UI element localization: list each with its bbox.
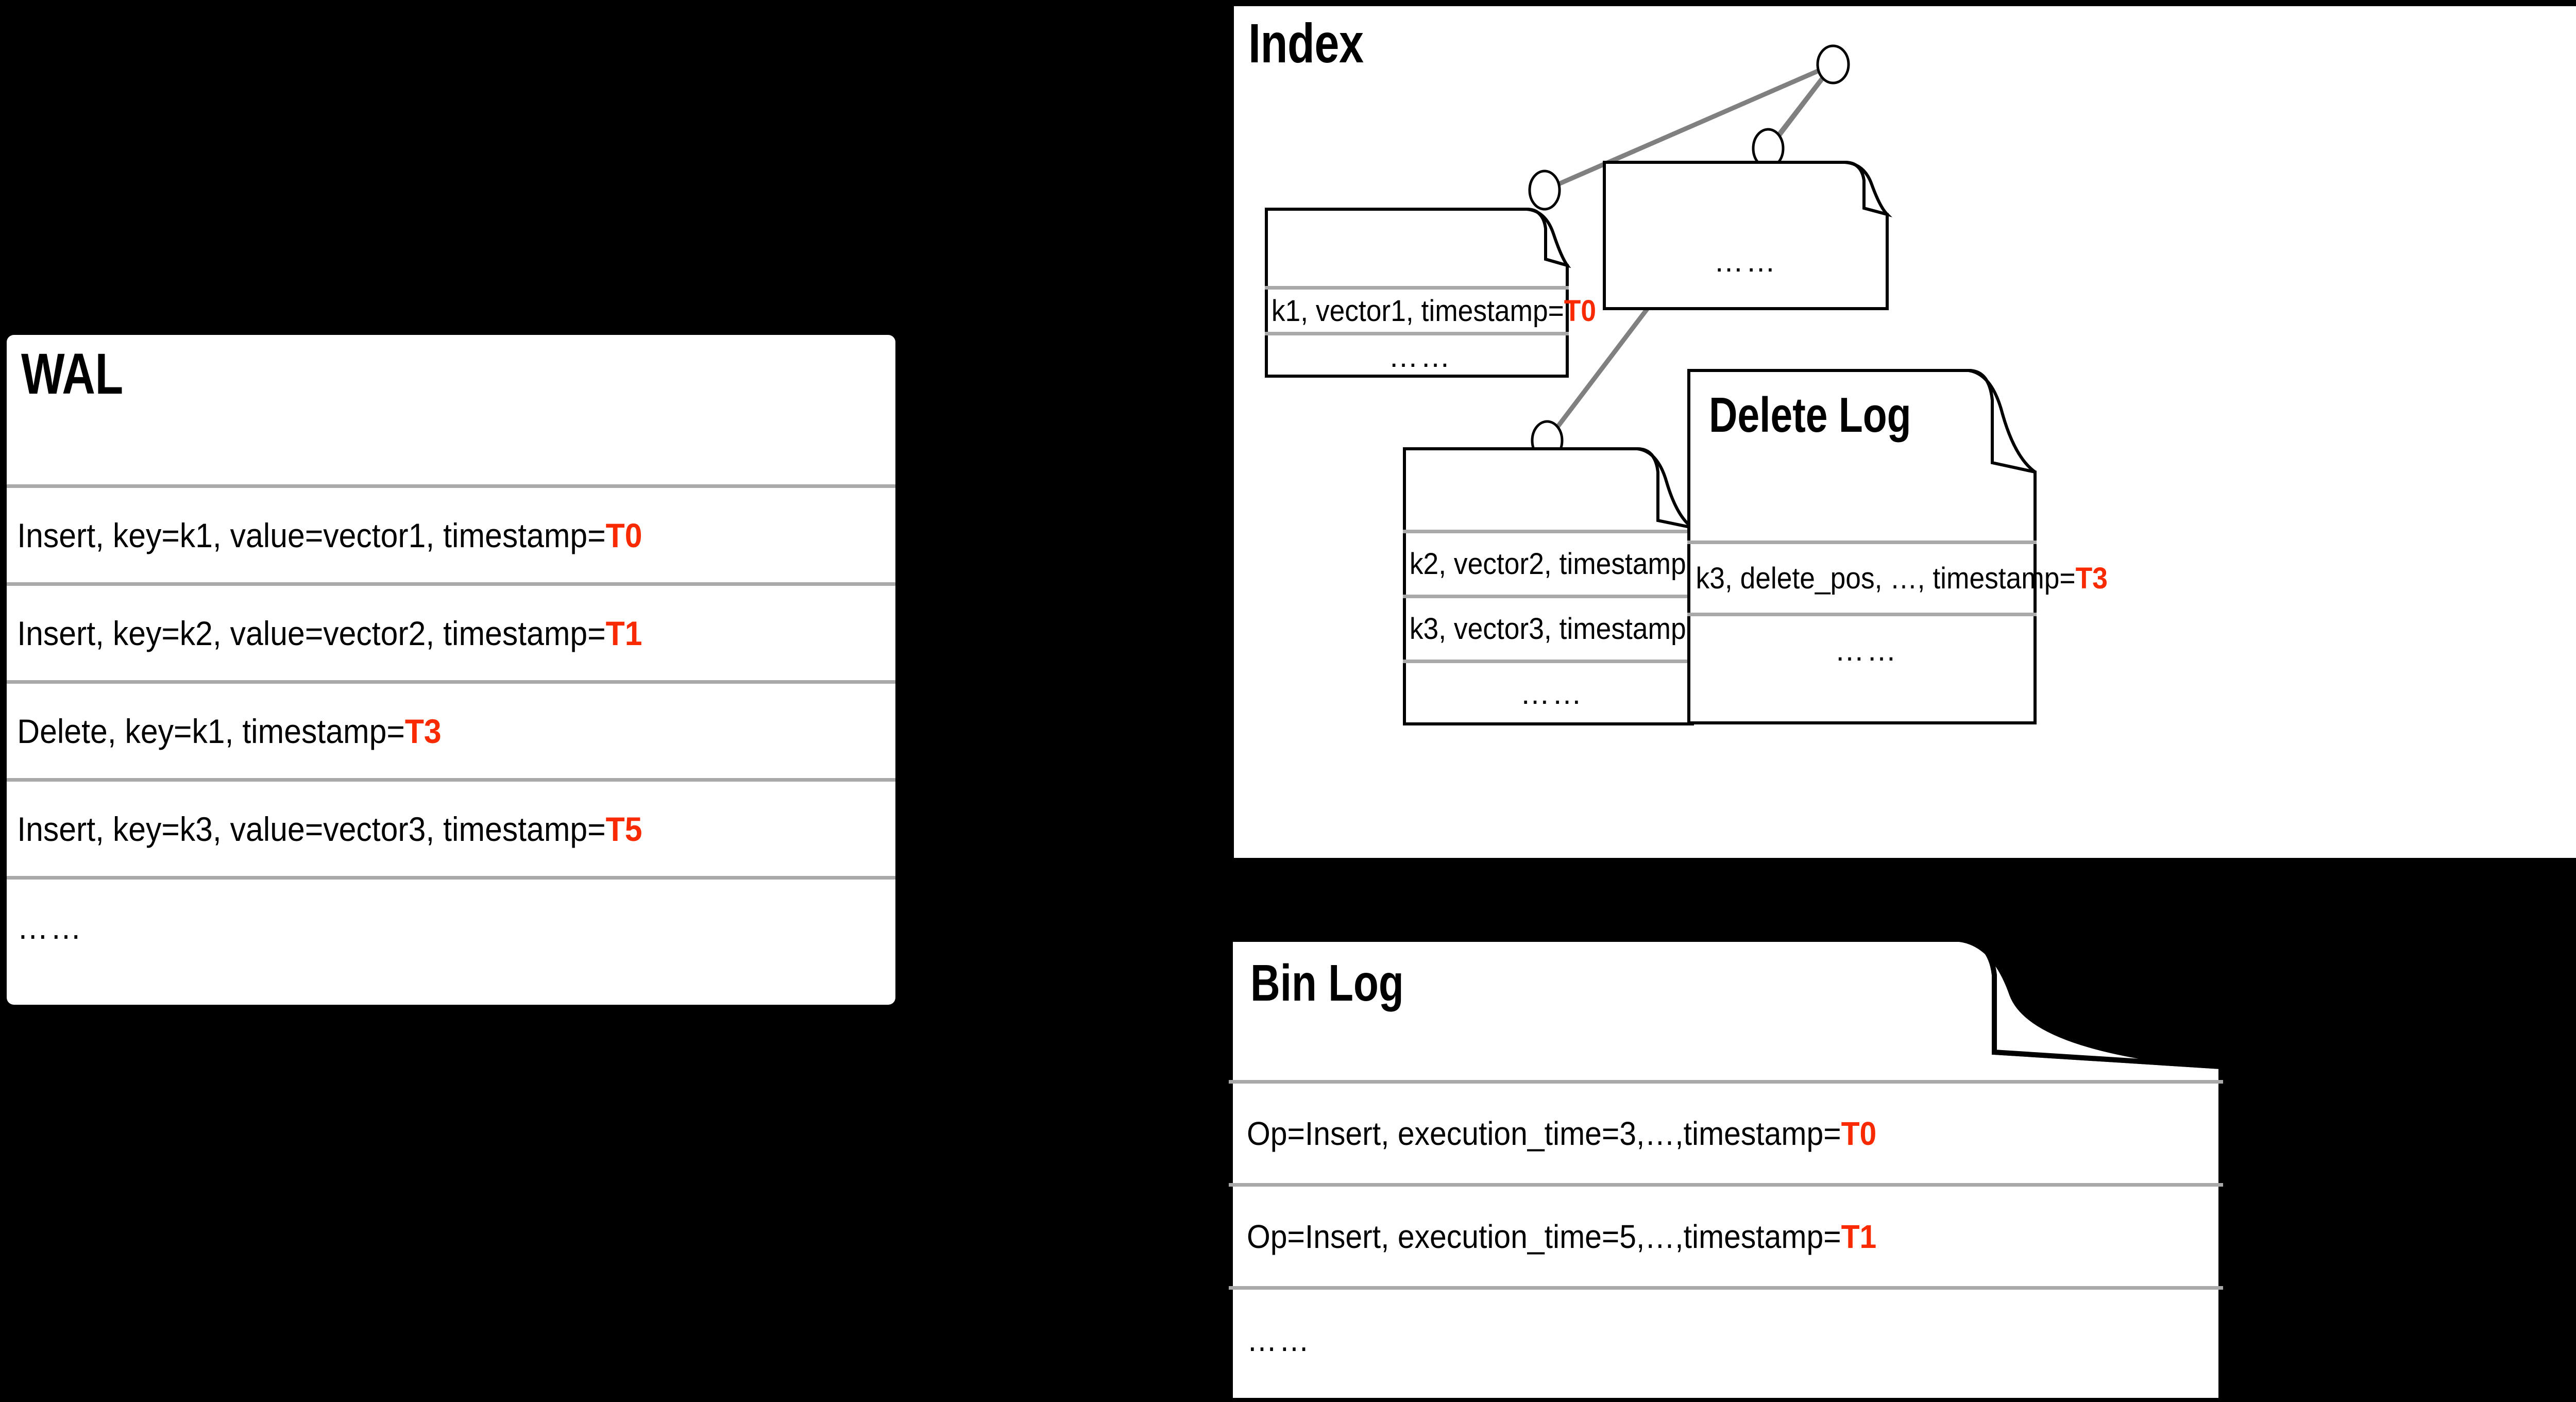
bin-log-row: …… <box>1229 1286 2223 1389</box>
node-row-text: k3, vector3, timestamp=T5 <box>1403 612 1734 646</box>
wal-row-timestamp: T5 <box>605 809 642 848</box>
wal-row-timestamp: T3 <box>404 712 442 750</box>
node-row: …… <box>1265 332 1569 378</box>
root-node-icon[interactable] <box>1816 44 1850 85</box>
node-row-ellipsis: …… <box>1714 244 1778 278</box>
bin-log-row-ellipsis: …… <box>1246 1321 1312 1358</box>
note-shape <box>1603 161 1893 310</box>
index-panel: Index k1, vector1, timestamp=T0 <box>1234 6 2576 858</box>
node-row: …… <box>1603 212 1889 310</box>
leaf-node-k2-k3: k2, vector2, timestamp=T1 k3, vector3, t… <box>1403 447 1734 725</box>
bin-log-card: Bin Log Op=Insert, execution_time=3,…,ti… <box>1228 937 2224 1402</box>
leaf-node-k2-k3-rows: k2, vector2, timestamp=T1 k3, vector3, t… <box>1403 530 1734 724</box>
delete-log-card: Delete Log k3, delete_pos, …, timestamp=… <box>1687 369 2108 724</box>
wal-row: …… <box>7 876 895 974</box>
node-row-ellipsis: …… <box>1388 340 1452 374</box>
bin-log-row-timestamp: T1 <box>1841 1218 1877 1255</box>
delete-log-row: …… <box>1687 613 2037 685</box>
wal-row-timestamp: T0 <box>605 516 642 554</box>
delete-log-row: k3, delete_pos, …, timestamp=T3 <box>1687 540 2108 613</box>
leaf-node-k1: k1, vector1, timestamp=T0 …… <box>1265 208 1596 378</box>
delete-log-rows: k3, delete_pos, …, timestamp=T3 …… <box>1687 540 2108 685</box>
wal-panel: WAL Insert, key=k1, value=vector1, times… <box>7 335 895 1005</box>
wal-row: Insert, key=k1, value=vector1, timestamp… <box>7 484 895 582</box>
note-shape <box>1687 369 2037 724</box>
delete-log-row-text: k3, delete_pos, …, timestamp=T3 <box>1696 562 2108 595</box>
delete-log-title: Delete Log <box>1709 387 1911 443</box>
node-row: k1, vector1, timestamp=T0 <box>1265 286 1596 332</box>
index-title: Index <box>1248 12 1364 74</box>
leaf-node-k1-rows: k1, vector1, timestamp=T0 …… <box>1265 286 1596 378</box>
wal-row: Insert, key=k2, value=vector2, timestamp… <box>7 582 895 680</box>
note-shape <box>1228 937 2224 1402</box>
node-row-ellipsis: …… <box>1520 677 1584 711</box>
bin-log-row-text: Op=Insert, execution_time=5,…,timestamp=… <box>1246 1218 1877 1255</box>
child-node-left-icon[interactable] <box>1528 170 1561 211</box>
bin-log-row-timestamp: T0 <box>1841 1114 1877 1152</box>
bin-log-row: Op=Insert, execution_time=3,…,timestamp=… <box>1229 1080 2223 1183</box>
node-row-text: k2, vector2, timestamp=T1 <box>1403 547 1734 581</box>
wal-title: WAL <box>21 342 123 406</box>
wal-row-ellipsis: …… <box>17 907 84 946</box>
wal-row: Insert, key=k3, value=vector3, timestamp… <box>7 778 895 876</box>
wal-row-text: Insert, key=k2, value=vector2, timestamp… <box>17 614 642 652</box>
wal-row-timestamp: T1 <box>605 614 642 652</box>
leaf-node-ellipsis: …… <box>1603 161 1893 310</box>
wal-row-list: Insert, key=k1, value=vector1, timestamp… <box>7 484 895 974</box>
wal-row-text: Insert, key=k3, value=vector3, timestamp… <box>17 809 642 848</box>
bin-log-rows: Op=Insert, execution_time=3,…,timestamp=… <box>1229 1080 2223 1389</box>
wal-row-text: Delete, key=k1, timestamp=T3 <box>17 712 442 750</box>
bin-log-row-text: Op=Insert, execution_time=3,…,timestamp=… <box>1246 1114 1877 1152</box>
wal-row: Delete, key=k1, timestamp=T3 <box>7 680 895 778</box>
bin-log-row: Op=Insert, execution_time=5,…,timestamp=… <box>1229 1183 2223 1286</box>
tree-edge-left <box>1544 62 1834 193</box>
wal-row-text: Insert, key=k1, value=vector1, timestamp… <box>17 516 642 554</box>
bin-log-title: Bin Log <box>1250 954 1404 1012</box>
node-row: k2, vector2, timestamp=T1 <box>1403 530 1734 595</box>
delete-log-row-ellipsis: …… <box>1835 634 1899 667</box>
leaf-node-ellipsis-rows: …… <box>1603 212 1889 310</box>
node-row-timestamp: T0 <box>1564 294 1597 328</box>
delete-log-row-timestamp: T3 <box>2075 562 2108 595</box>
node-row: k3, vector3, timestamp=T5 <box>1403 595 1734 660</box>
node-row: …… <box>1403 660 1694 724</box>
note-shape <box>1403 447 1694 725</box>
node-row-text: k1, vector1, timestamp=T0 <box>1271 294 1597 328</box>
